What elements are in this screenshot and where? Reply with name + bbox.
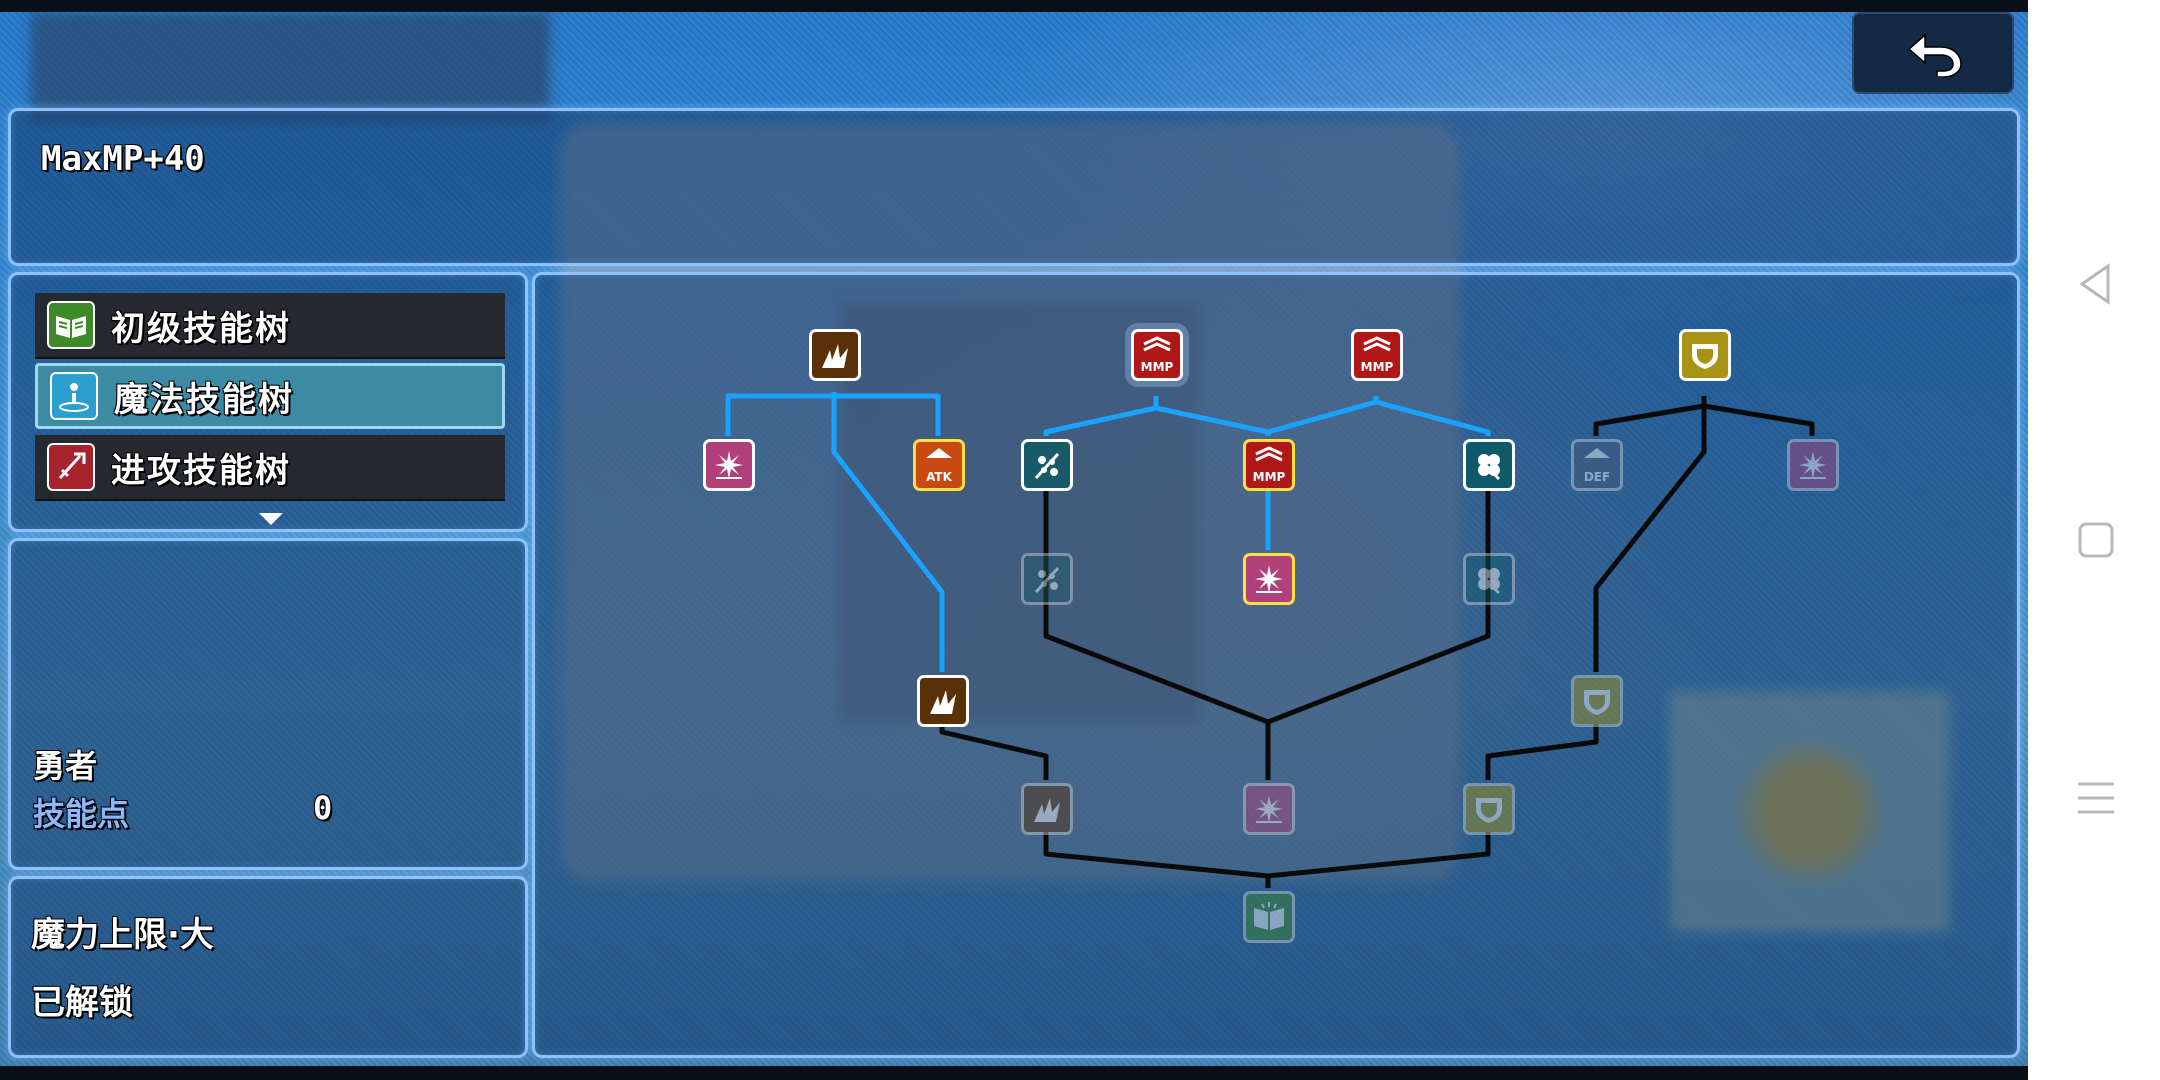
explosion-icon — [822, 344, 848, 368]
herb-icon — [1034, 452, 1060, 480]
arrow-up-icon — [926, 448, 952, 458]
skill-points-label: 技能点 — [33, 795, 130, 833]
node-badge-atk: ATK — [926, 470, 952, 484]
nav-home-icon[interactable] — [2074, 518, 2118, 562]
skill-node-explosion-3[interactable] — [1021, 783, 1073, 835]
book-icon — [1254, 902, 1284, 930]
shield-icon — [1692, 344, 1718, 369]
nav-back-icon[interactable] — [2074, 262, 2118, 306]
clover-icon — [1478, 568, 1501, 595]
shield-icon — [1584, 690, 1610, 715]
nav-menu-icon[interactable] — [2074, 778, 2118, 818]
node-badge-mmp: MMP — [1140, 360, 1174, 374]
bg-status-box — [30, 12, 550, 122]
selected-skill-panel: 魔力上限·大 已解锁 — [8, 876, 528, 1058]
tab-basic-skill-tree[interactable]: 初级技能树 — [35, 293, 505, 359]
tab-magic-skill-tree[interactable]: 魔法技能树 — [35, 363, 505, 429]
clover-icon — [1478, 454, 1501, 481]
system-nav-bar — [2028, 0, 2160, 1080]
selected-skill-name: 魔力上限·大 — [31, 915, 214, 955]
skill-node-defense-up[interactable]: DEF — [1571, 439, 1623, 491]
arrow-up-icon — [1363, 336, 1391, 352]
arrow-up-icon — [1584, 448, 1610, 458]
magic-burst-icon — [1255, 565, 1283, 593]
skill-tree-list-panel: 初级技能树 魔法技能树 进攻技能树 — [8, 272, 528, 532]
skill-node-magic-burst-3[interactable] — [1243, 553, 1295, 605]
skill-node-explosion-1[interactable] — [809, 329, 861, 381]
tab-label: 进攻技能树 — [111, 450, 291, 491]
character-class-name: 勇者 — [33, 747, 98, 785]
skill-node-shield-1[interactable] — [1679, 329, 1731, 381]
magic-drop-icon — [50, 372, 98, 420]
skill-node-magic-burst-4[interactable] — [1243, 783, 1295, 835]
skill-points-value: 0 — [313, 789, 333, 827]
skill-node-magic-burst-2[interactable] — [1787, 439, 1839, 491]
sword-icon — [47, 443, 95, 491]
herb-icon — [1034, 566, 1060, 594]
skill-node-clover-1[interactable] — [1463, 439, 1515, 491]
skill-node-clover-2[interactable] — [1463, 553, 1515, 605]
skill-node-herb-1[interactable] — [1021, 439, 1073, 491]
back-button[interactable] — [1852, 12, 2014, 94]
shield-icon — [1476, 798, 1502, 823]
skill-node-attack-up[interactable]: ATK — [913, 439, 965, 491]
skill-node-max-mp-3[interactable]: MMP — [1243, 439, 1295, 491]
explosion-icon — [930, 690, 956, 714]
book-icon — [47, 301, 95, 349]
skill-node-shield-2[interactable] — [1571, 675, 1623, 727]
skill-node-max-mp-2[interactable]: MMP — [1351, 329, 1403, 381]
tab-label: 初级技能树 — [111, 308, 291, 349]
skill-node-shield-3[interactable] — [1463, 783, 1515, 835]
magic-burst-icon — [1255, 795, 1283, 823]
scroll-down-indicator-icon[interactable] — [257, 511, 285, 527]
return-arrow-icon — [1907, 33, 1962, 77]
skill-tree-links — [725, 392, 1815, 888]
tab-label: 魔法技能树 — [114, 379, 294, 420]
node-badge-mmp: MMP — [1252, 470, 1286, 484]
skill-node-spellbook[interactable] — [1243, 891, 1295, 943]
skill-node-magic-burst-1[interactable] — [703, 439, 755, 491]
magic-burst-icon — [715, 451, 743, 479]
tab-attack-skill-tree[interactable]: 进攻技能树 — [35, 435, 505, 501]
explosion-icon — [1034, 798, 1060, 822]
arrow-up-icon — [1143, 336, 1171, 352]
selected-skill-status: 已解锁 — [31, 983, 133, 1023]
skill-node-explosion-2[interactable] — [917, 675, 969, 727]
arrow-up-icon — [1255, 446, 1283, 462]
node-badge-def: DEF — [1583, 470, 1611, 484]
skill-description-panel: MaxMP+40 — [8, 108, 2020, 266]
skill-node-herb-2[interactable] — [1021, 553, 1073, 605]
character-info-panel: 勇者 技能点 0 — [8, 538, 528, 870]
skill-description-text: MaxMP+40 — [41, 139, 205, 179]
skill-node-max-mp-1[interactable]: MMP — [1131, 329, 1183, 381]
skill-tree-panel: MMP MMP ATK MMP DEF — [532, 272, 2020, 1058]
magic-burst-icon — [1799, 451, 1827, 479]
node-badge-mmp: MMP — [1360, 360, 1394, 374]
